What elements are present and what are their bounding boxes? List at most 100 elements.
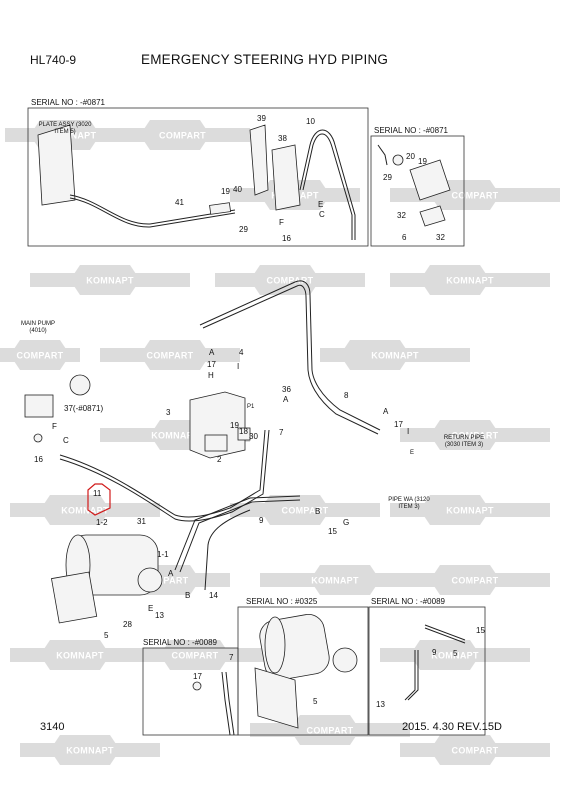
watermark-text: KOMNAPT <box>431 651 479 661</box>
callout: E <box>318 200 324 209</box>
watermark-badge: COMPART <box>400 565 550 595</box>
section-box-bottom-right <box>368 606 486 736</box>
callout: 3 <box>166 408 171 417</box>
callout: 17 <box>193 672 202 681</box>
watermark-text: KOMNAPT <box>311 576 359 586</box>
callout: 30 <box>249 432 258 441</box>
callout: 9 <box>432 648 437 657</box>
watermark-badge: COMPART <box>0 340 80 370</box>
watermark-text: KOMNAPT <box>446 506 494 516</box>
watermark-badge: KOMNAPT <box>260 565 410 595</box>
watermark-badge: COMPART <box>400 420 550 450</box>
page-number: 3140 <box>40 721 65 733</box>
watermark-text: KOMNAPT <box>86 276 134 286</box>
callout: E <box>410 450 415 456</box>
watermark-badge: COMPART <box>100 340 240 370</box>
main-piping <box>59 280 381 591</box>
bottom-mid-assembly <box>254 614 358 729</box>
callout: 5 <box>313 697 318 706</box>
note-return-pipe: RETURN PIPE (3030 ITEM 3) <box>443 435 485 448</box>
note-pipe-wa: PIPE WA (3120 ITEM 3) <box>388 497 430 510</box>
callout: 13 <box>155 611 164 620</box>
callout: 36 <box>282 385 291 394</box>
watermark-text: COMPART <box>159 131 206 141</box>
watermark-text: KOMNAPT <box>49 131 97 141</box>
callout: B <box>315 507 321 516</box>
callout: 13 <box>376 700 385 709</box>
section-box-top-right <box>370 135 465 247</box>
watermark-text: KOMNAPT <box>56 651 104 661</box>
watermark-text: COMPART <box>452 191 499 201</box>
callout: 38 <box>278 134 287 143</box>
watermark-layer: KOMNAPT COMPART KOMNAPT COMPART KOMNAPT … <box>0 120 560 765</box>
callout: 17 <box>207 360 216 369</box>
callout: 1-2 <box>96 518 108 527</box>
watermark-badge: KOMNAPT <box>390 495 550 525</box>
callout: 20 <box>406 152 415 161</box>
watermark-text: COMPART <box>142 576 189 586</box>
page-title: EMERGENCY STEERING HYD PIPING <box>141 52 389 67</box>
watermark-badge: COMPART <box>215 265 365 295</box>
watermark-badge: COMPART <box>250 715 410 745</box>
watermark-text: COMPART <box>172 651 219 661</box>
callout: F <box>279 218 284 227</box>
watermark-text: COMPART <box>452 431 499 441</box>
callout: 5 <box>104 631 109 640</box>
callout: 28 <box>123 620 132 629</box>
callout: 40 <box>233 185 242 194</box>
section-box-bottom-left <box>142 647 239 736</box>
callout: 16 <box>282 234 291 243</box>
watermark-badge: COMPART <box>400 735 550 765</box>
callout: A <box>209 348 215 357</box>
model-label: HL740-9 <box>30 53 77 67</box>
callout: 7 <box>229 653 234 662</box>
watermark-badge: KOMNAPT <box>320 340 470 370</box>
watermark-text: COMPART <box>452 746 499 756</box>
callout: A <box>383 407 389 416</box>
callout: 8 <box>344 391 349 400</box>
callout: 2 <box>217 455 222 464</box>
watermark-text: COMPART <box>17 351 64 361</box>
callout: 41 <box>175 198 184 207</box>
valve-block <box>189 391 251 459</box>
callout: 10 <box>306 117 315 126</box>
bottom-right-assembly <box>404 624 466 701</box>
revision-label: 2015. 4.30 REV.15D <box>402 721 502 733</box>
callout: 29 <box>239 225 248 234</box>
watermark-badge: KOMNAPT <box>10 495 160 525</box>
callout: 4 <box>239 348 244 357</box>
serial-bottom-mid: SERIAL NO : #0325 <box>246 597 318 606</box>
callout: F <box>52 422 57 431</box>
callout: 1-1 <box>157 550 169 559</box>
watermark-text: KOMNAPT <box>371 351 419 361</box>
top-right-assembly <box>377 144 451 227</box>
callout: E <box>148 604 154 613</box>
note-main-pump: MAIN PUMP (4010) <box>20 321 55 334</box>
watermark-text: KOMNAPT <box>61 506 109 516</box>
callout: P1 <box>247 404 255 410</box>
watermark-text: COMPART <box>452 576 499 586</box>
callout: 9 <box>259 516 264 525</box>
callout: 29 <box>383 173 392 182</box>
watermark-text: KOMNAPT <box>66 746 114 756</box>
callout: 18 <box>239 427 248 436</box>
callout-11-highlight <box>87 483 111 516</box>
bottom-left-assembly <box>192 671 235 736</box>
callout: B <box>185 591 191 600</box>
callout: 15 <box>328 527 337 536</box>
top-left-assembly <box>37 124 356 240</box>
callout: 14 <box>209 591 218 600</box>
callout: 37(-#0871) <box>64 404 104 413</box>
callout: 19 <box>418 157 427 166</box>
callout: 5 <box>453 649 458 658</box>
callout: C <box>319 210 325 219</box>
serial-top-left: SERIAL NO : -#0871 <box>31 98 105 107</box>
watermark-badge: COMPART <box>230 495 380 525</box>
callout: 32 <box>436 233 445 242</box>
callout: I <box>237 362 240 371</box>
callout: H <box>208 371 214 380</box>
callout: I <box>407 427 410 436</box>
watermark-text: COMPART <box>282 506 329 516</box>
watermark-badge: COMPART <box>125 640 265 670</box>
